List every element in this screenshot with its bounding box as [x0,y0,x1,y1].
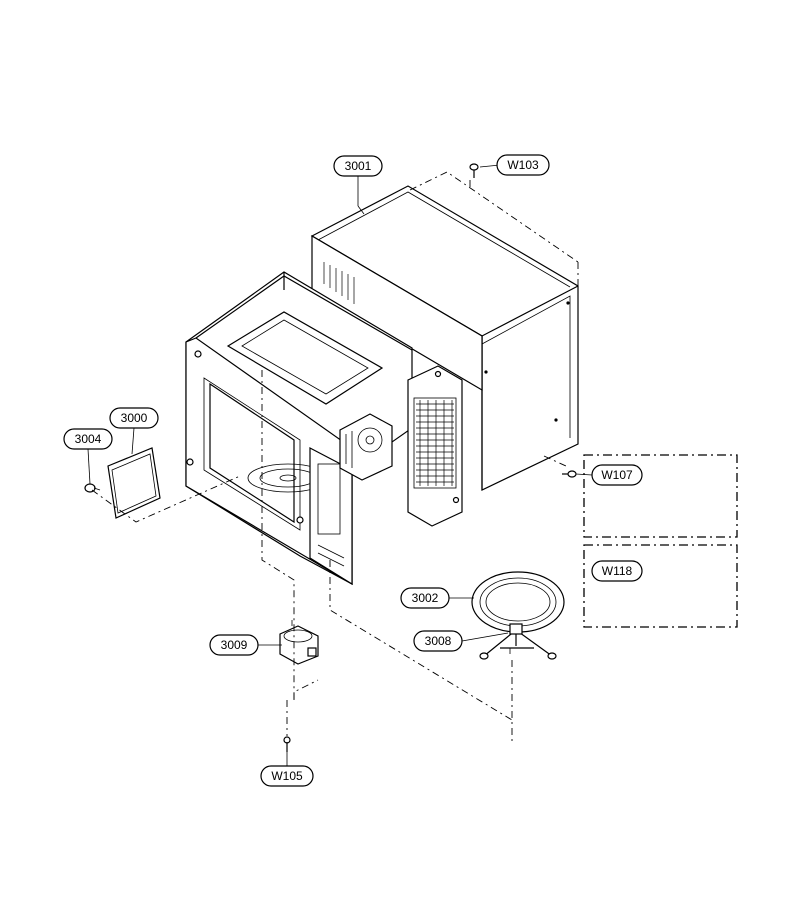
screw-w107 [562,470,577,478]
callout-3000: 3000 [109,407,159,429]
callout-w107: W107 [591,464,643,486]
outer-cabinet [310,185,579,491]
leader-lines [87,176,593,766]
callout-3004: 3004 [63,428,113,450]
callout-3004-label: 3004 [75,432,102,446]
callout-3009-label: 3009 [221,638,248,652]
callout-3001: 3001 [333,155,383,177]
screw-w105 [283,736,291,752]
cabinet-vents [323,262,355,304]
callout-w103-label: W103 [507,158,539,172]
w118-box [583,544,738,628]
callout-w118-label: W118 [602,564,633,578]
inner-cavity [185,271,413,586]
screw-w103 [469,163,501,178]
callout-w105: W105 [260,765,314,787]
callout-w105-label: W105 [271,769,303,783]
callout-3002-label: 3002 [412,591,439,605]
callout-3000-label: 3000 [121,411,148,425]
callout-w107-label: W107 [601,468,633,482]
roller-support [479,623,557,660]
assembly-lines [91,171,579,742]
callout-3008-label: 3008 [425,634,452,648]
turntable-ring [471,571,565,633]
callout-3002: 3002 [400,587,450,609]
callout-w103: W103 [496,154,550,176]
turntable-motor [279,620,319,665]
callout-3001-label: 3001 [345,159,372,173]
back-plate-grille [416,400,454,486]
waveguide-cover [107,447,161,519]
callout-3009: 3009 [209,634,259,656]
callout-w118: W118 [591,560,643,582]
callout-3008: 3008 [413,630,463,652]
back-plate [407,365,463,527]
w107-box [583,454,738,538]
magnetron [339,413,393,481]
